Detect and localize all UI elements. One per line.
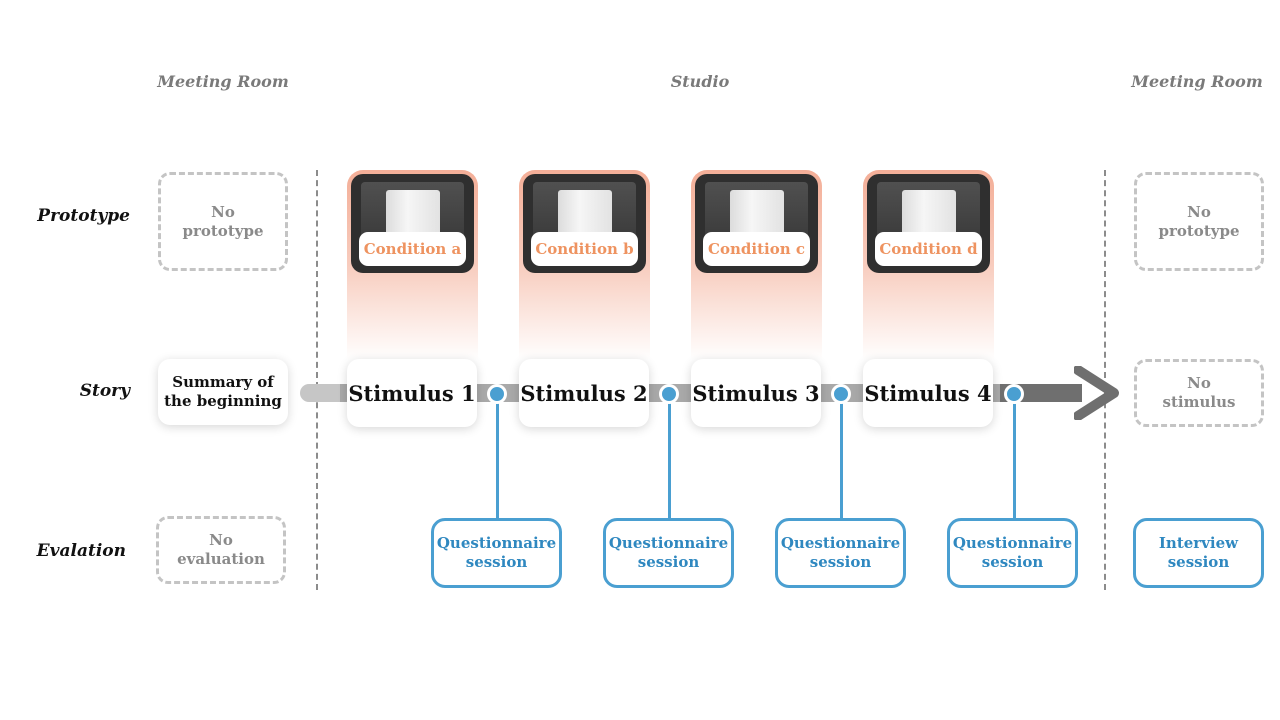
questionnaire-session-box-1: Questionnaire session: [431, 518, 562, 588]
questionnaire-session-box-4: Questionnaire session: [947, 518, 1078, 588]
condition-label: Condition c: [703, 232, 810, 266]
connector-line: [840, 393, 843, 520]
condition-label: Condition d: [875, 232, 982, 266]
prototype-card-d: Condition d: [867, 174, 990, 273]
location-header-left: Meeting Room: [157, 72, 289, 91]
questionnaire-session-box-2: Questionnaire session: [603, 518, 734, 588]
separator-right: [1104, 170, 1106, 590]
condition-label: Condition a: [359, 232, 466, 266]
row-label-prototype: Prototype: [37, 206, 130, 226]
no-evaluation-box: No evaluation: [156, 516, 286, 584]
no-prototype-box-right: No prototype: [1134, 172, 1264, 271]
no-stimulus-box: No stimulus: [1134, 359, 1264, 427]
location-header-studio: Studio: [670, 72, 730, 91]
connector-dot: [831, 384, 851, 404]
connector-line: [1013, 393, 1016, 520]
row-label-evaluation: Evalation: [36, 541, 126, 561]
separator-left: [316, 170, 318, 590]
prototype-card-b: Condition b: [523, 174, 646, 273]
timeline-track-start: [300, 384, 350, 402]
interview-session-box: Interview session: [1133, 518, 1264, 588]
stimulus-box-2: Stimulus 2: [519, 359, 649, 427]
timeline-arrow-icon: [1074, 366, 1119, 420]
stimulus-box-4: Stimulus 4: [863, 359, 993, 427]
no-prototype-box-left: No prototype: [158, 172, 288, 271]
connector-line: [668, 393, 671, 520]
prototype-card-c: Condition c: [695, 174, 818, 273]
summary-box: Summary of the beginning: [158, 359, 288, 425]
connector-line: [496, 393, 499, 520]
connector-dot: [1004, 384, 1024, 404]
stimulus-box-3: Stimulus 3: [691, 359, 821, 427]
condition-label: Condition b: [531, 232, 638, 266]
row-label-story: Story: [79, 381, 130, 401]
connector-dot: [659, 384, 679, 404]
connector-dot: [487, 384, 507, 404]
stimulus-box-1: Stimulus 1: [347, 359, 477, 427]
prototype-card-a: Condition a: [351, 174, 474, 273]
location-header-right: Meeting Room: [1131, 72, 1263, 91]
questionnaire-session-box-3: Questionnaire session: [775, 518, 906, 588]
